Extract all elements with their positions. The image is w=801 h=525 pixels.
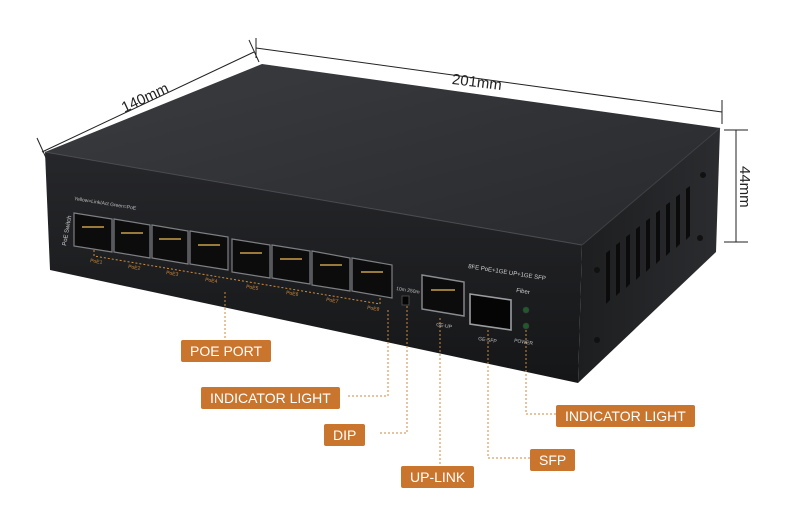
brand-label: PoE Switch — [62, 215, 73, 246]
leader-lines — [224, 292, 556, 466]
poe-port-3[interactable] — [151, 224, 189, 265]
callout-indicator-light-left: INDICATOR LIGHT — [201, 387, 340, 409]
dimension-lines — [36, 38, 748, 243]
sfp-port-label: GE-SFP — [478, 336, 498, 345]
sfp-port[interactable] — [469, 293, 512, 331]
port-labels: PoE1 PoE2 PoE3 PoE4 PoE5 PoE6 PoE7 PoE8 — [90, 258, 380, 313]
power-label: POWER — [514, 338, 534, 347]
poe-port-4[interactable] — [189, 230, 229, 271]
dip-label: 10m 250m — [396, 286, 420, 296]
port-label-6: PoE6 — [286, 290, 299, 298]
side-vents — [594, 172, 706, 343]
port-label-5: PoE5 — [246, 284, 259, 292]
poe-port-6[interactable] — [271, 244, 311, 285]
leader-indicator-right — [525, 330, 556, 415]
chassis-top — [45, 64, 720, 245]
leader-indicator-left — [346, 310, 389, 397]
uplink-port[interactable] — [421, 274, 465, 317]
port-contacts — [82, 226, 383, 273]
callout-sfp: SFP — [530, 449, 576, 471]
power-led — [522, 322, 530, 330]
port-label-4: PoE4 — [205, 277, 218, 285]
callout-up-link: UP-LINK — [401, 466, 475, 488]
callout-poe-port: POE PORT — [181, 340, 272, 362]
port-label-3: PoE3 — [166, 270, 179, 278]
poe-ports — [73, 212, 393, 299]
fiber-label: Fiber — [516, 288, 530, 296]
port-label-7: PoE7 — [326, 297, 339, 305]
poe-port-5[interactable] — [231, 238, 271, 279]
uplink-port-label: GE-UP — [436, 322, 453, 331]
port-label-8: PoE8 — [367, 305, 380, 313]
poe-port-8[interactable] — [351, 257, 393, 299]
callout-dip: DIP — [324, 424, 366, 446]
fiber-led — [522, 306, 530, 314]
callout-indicator-light-right: INDICATOR LIGHT — [556, 405, 695, 427]
height-dimension-label: 44mm — [736, 166, 753, 208]
poe-port-7[interactable] — [311, 250, 351, 292]
poe-port-2[interactable] — [113, 218, 151, 259]
port-label-1: PoE1 — [90, 258, 103, 266]
leader-dip — [379, 306, 408, 434]
width-dimension-label: 201mm — [451, 71, 503, 94]
poe-port-1[interactable] — [73, 212, 113, 253]
dip-switch[interactable] — [401, 295, 410, 306]
leader-sfp — [487, 330, 530, 459]
switch-chassis — [44, 64, 721, 383]
port-label-2: PoE2 — [128, 264, 141, 272]
